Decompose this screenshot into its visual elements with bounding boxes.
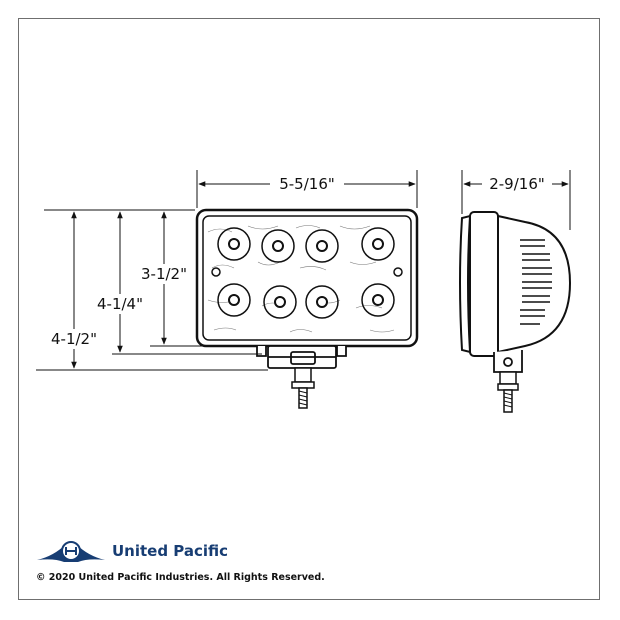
housing-outer [195, 208, 419, 348]
bracket-height-label: 4-1/4" [97, 295, 143, 313]
width-dimension-label: 5-5/16" [279, 175, 335, 193]
depth-dimension-label: 2-9/16" [489, 175, 545, 193]
housing-height-label: 3-1/2" [141, 265, 187, 283]
side-bezel [469, 211, 499, 357]
brand-name: United Pacific [112, 542, 229, 560]
side-bracket [493, 350, 523, 373]
led-pods [211, 227, 403, 319]
front-bracket [256, 345, 347, 369]
side-view [459, 211, 572, 413]
front-stud [291, 367, 315, 409]
side-lens-face [459, 214, 472, 354]
side-stud [497, 371, 519, 413]
diagram-frame [18, 18, 600, 600]
copyright-notice: © 2020 United Pacific Industries. All Ri… [36, 572, 325, 583]
side-body [497, 214, 572, 354]
housing-inner-bezel [202, 215, 412, 341]
heat-sink-fins [520, 239, 552, 325]
brand-logo: United Pacific [36, 536, 228, 566]
overall-height-label: 4-1/2" [51, 330, 97, 348]
front-view [195, 208, 419, 409]
lens-texture [207, 225, 395, 333]
ship-wave-logo-icon [37, 541, 105, 562]
